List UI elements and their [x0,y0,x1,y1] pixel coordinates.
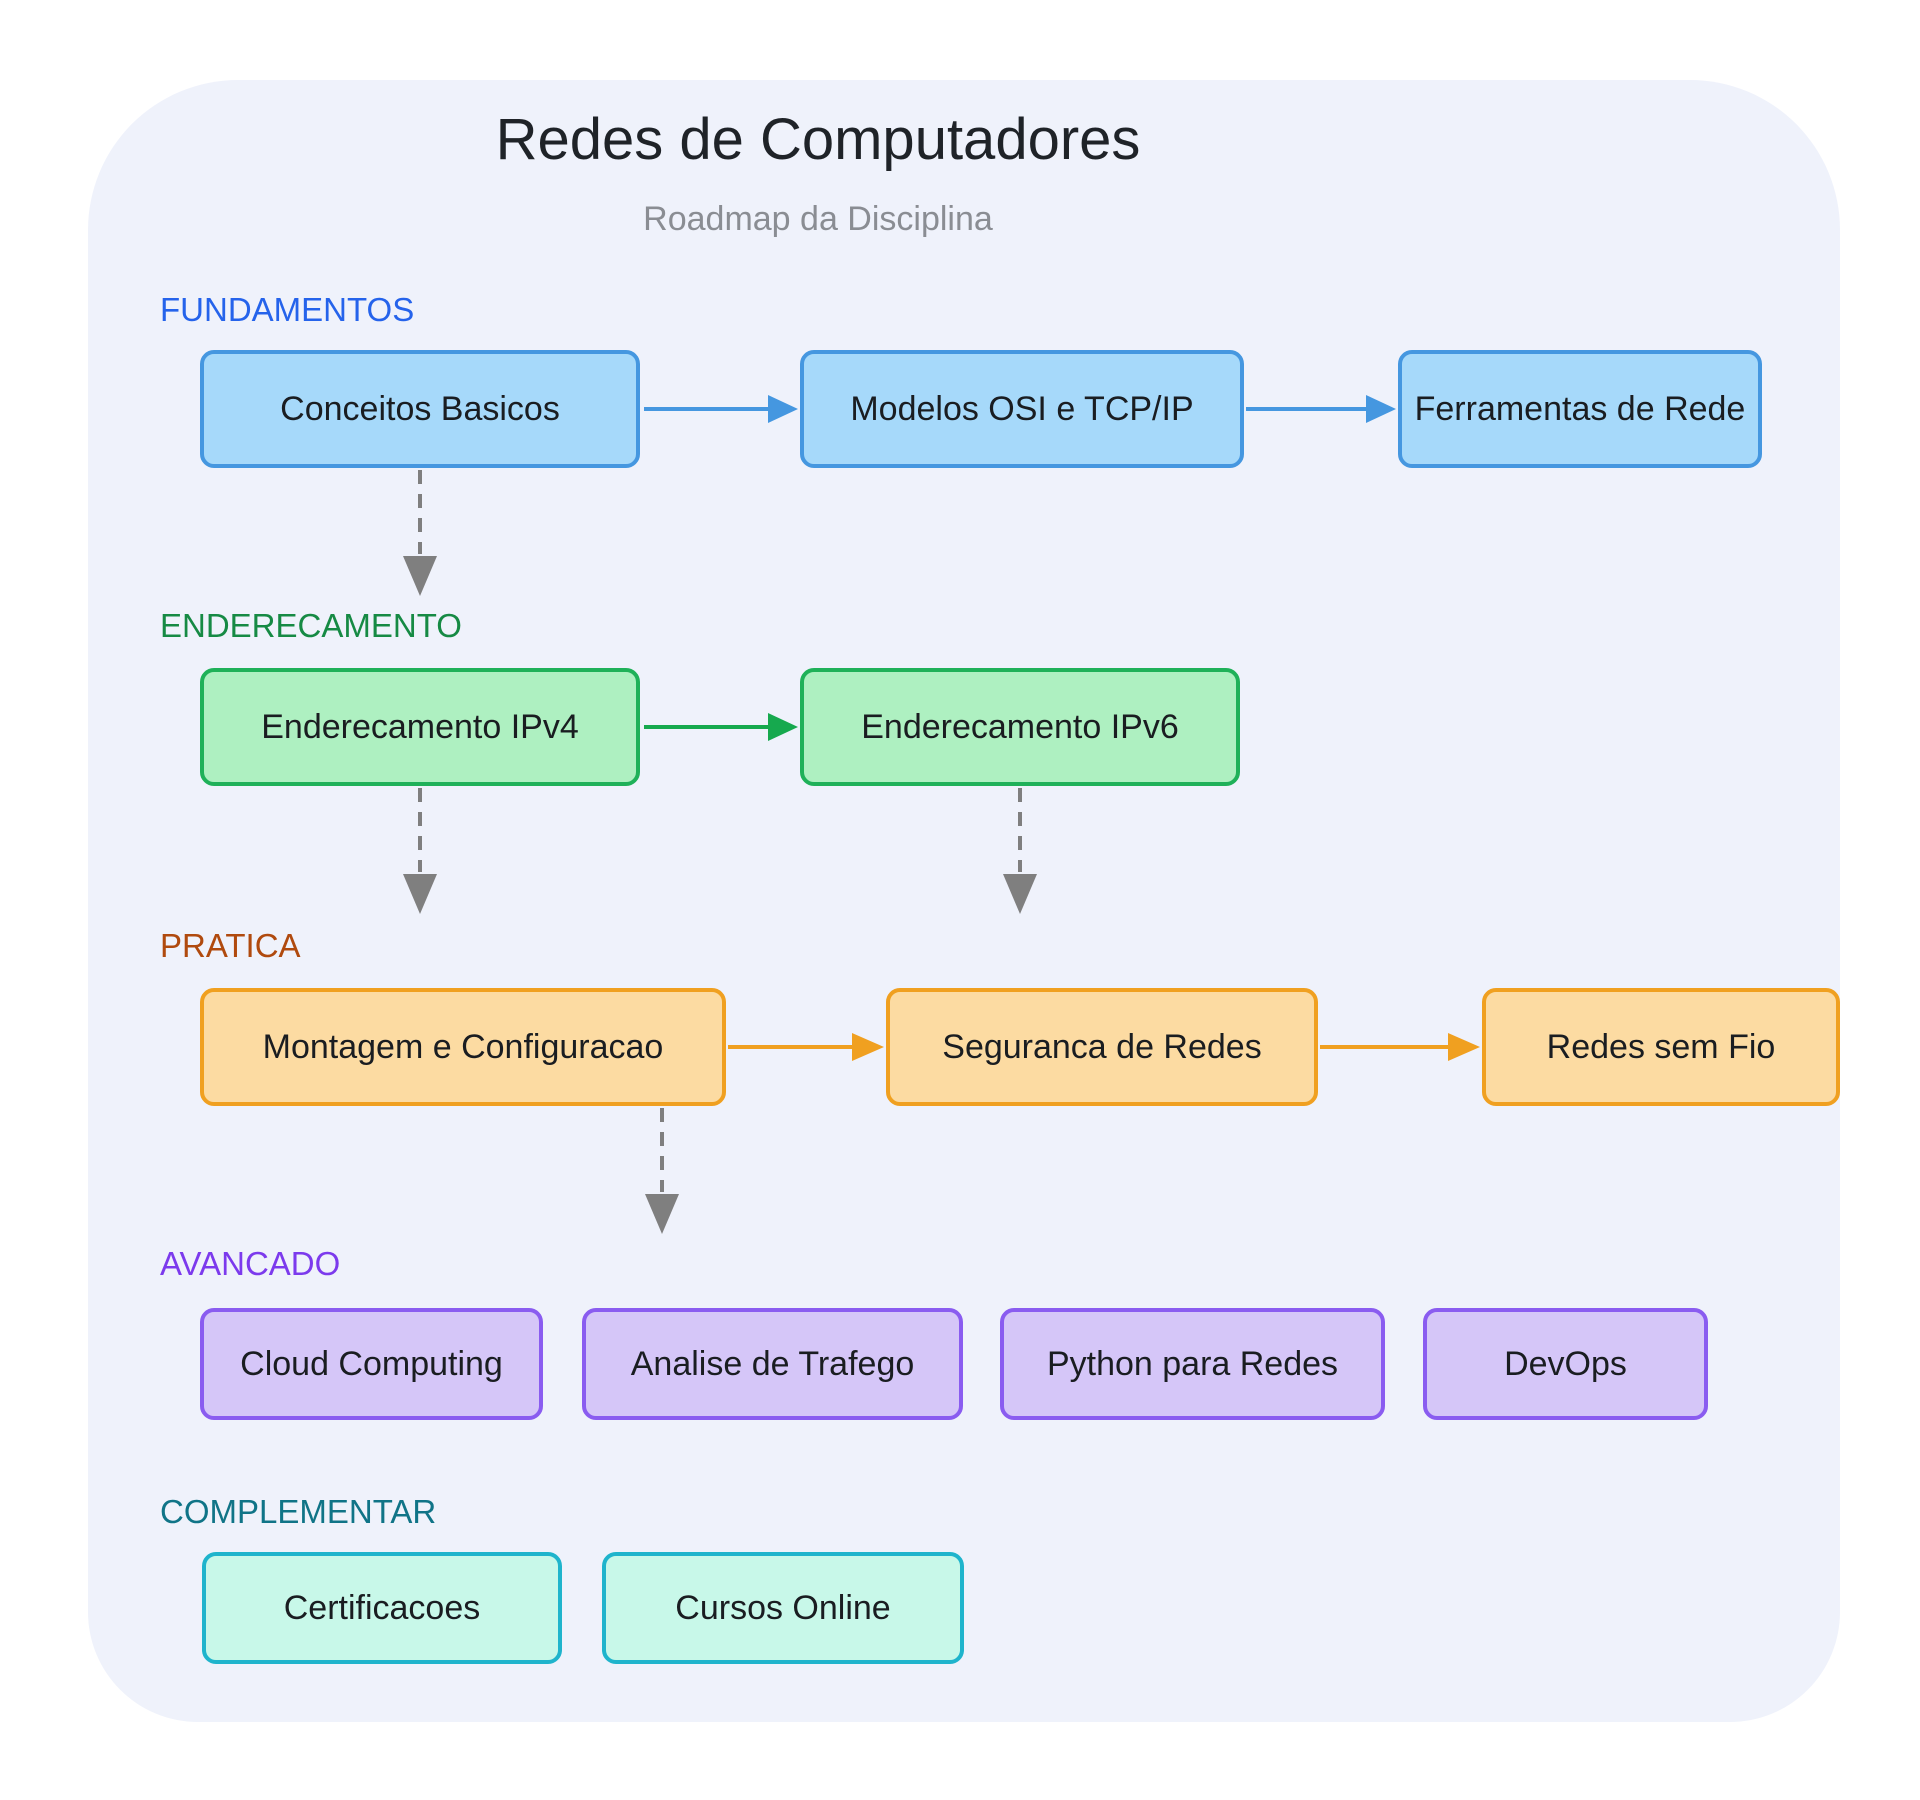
section-label-enderecamento: ENDERECAMENTO [160,607,462,644]
section-label-fundamentos: FUNDAMENTOS [160,291,415,328]
node-seguranca-de-redes: Seguranca de Redes [886,988,1318,1106]
section-label-complementar: COMPLEMENTAR [160,1493,437,1530]
node-montagem-e-configuracao: Montagem e Configuracao [200,988,726,1106]
section-label-pratica: PRATICA [160,927,301,964]
node-analise-de-trafego: Analise de Trafego [582,1308,963,1420]
node-enderecamento-ipv4: Enderecamento IPv4 [200,668,640,786]
node-enderecamento-ipv6: Enderecamento IPv6 [800,668,1240,786]
node-cursos-online: Cursos Online [602,1552,964,1664]
node-devops: DevOps [1423,1308,1708,1420]
node-python-para-redes: Python para Redes [1000,1308,1385,1420]
node-cloud-computing: Cloud Computing [200,1308,543,1420]
node-redes-sem-fio: Redes sem Fio [1482,988,1840,1106]
node-conceitos-basicos: Conceitos Basicos [200,350,640,468]
node-ferramentas-de-rede: Ferramentas de Rede [1398,350,1762,468]
section-label-avancado: AVANCADO [160,1245,341,1282]
node-modelos-osi-tcpip: Modelos OSI e TCP/IP [800,350,1244,468]
page-title: Redes de Computadores [495,107,1141,172]
page-subtitle: Roadmap da Disciplina [643,200,993,238]
node-certificacoes: Certificacoes [202,1552,562,1664]
